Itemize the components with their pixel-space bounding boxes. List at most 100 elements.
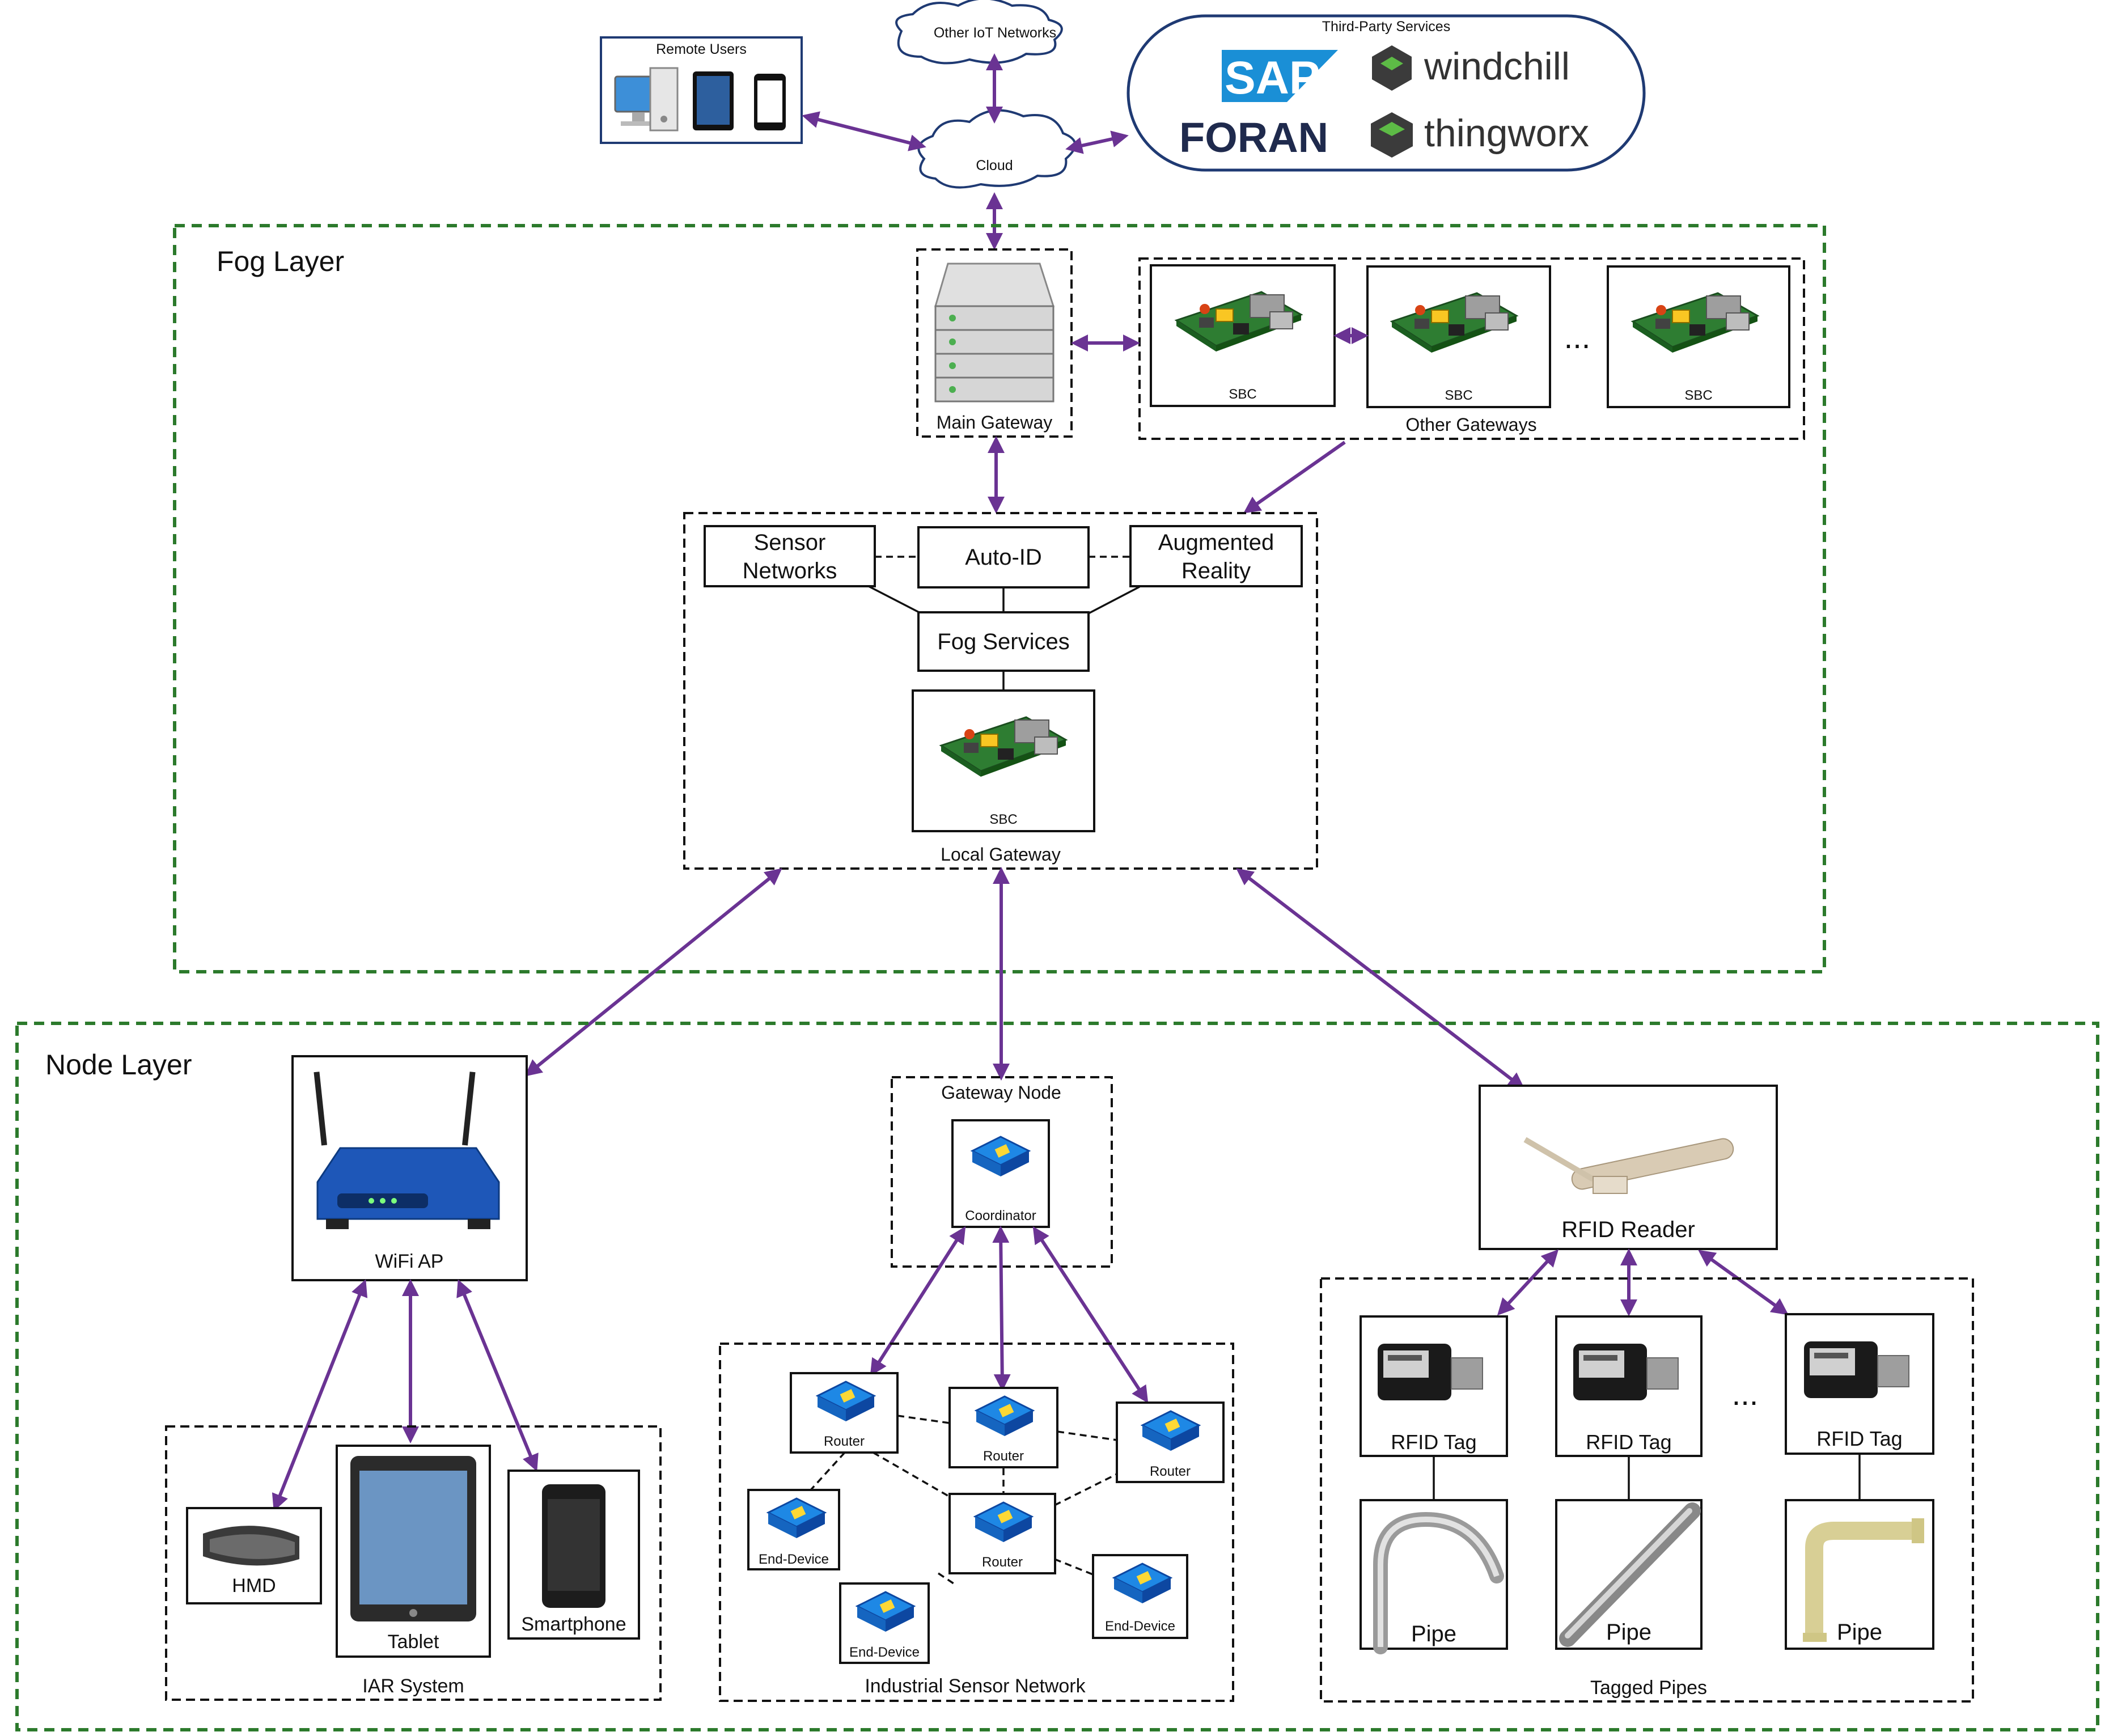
remote-users-cloud-arrow — [802, 111, 926, 151]
sensor-networks-line2: Networks — [743, 558, 837, 583]
fog-services-label: Fog Services — [937, 629, 1069, 654]
rfid-tags-ellipsis: ... — [1732, 1376, 1759, 1412]
other-gateways-label: Other Gateways — [1405, 414, 1536, 435]
augmented-reality-line2: Reality — [1181, 558, 1251, 583]
rfid-tag3-arrow — [1698, 1250, 1789, 1315]
local-gateway-wifi-arrow — [524, 868, 782, 1077]
coordinator-router-left-arrow — [870, 1226, 966, 1377]
pipe-label: Pipe — [1411, 1621, 1456, 1646]
router-label: Router — [824, 1434, 865, 1449]
rfid-tag-label: RFID Tag — [1816, 1427, 1902, 1450]
rfid-tag-label: RFID Tag — [1391, 1430, 1476, 1454]
straight-pipe-icon — [1559, 1502, 1701, 1647]
wifi-hmd-arrow — [272, 1279, 368, 1511]
remote-users-label: Remote Users — [656, 41, 747, 57]
sbc-box-3 — [1607, 265, 1790, 408]
thingworx-logo: thingworx — [1371, 112, 1589, 158]
end-device-label: End-Device — [1105, 1619, 1175, 1634]
rfid-tag1-arrow — [1497, 1249, 1559, 1316]
coordinator-router-right-arrow — [1032, 1226, 1149, 1404]
coordinator-router-mid-arrow — [992, 1226, 1011, 1391]
third-party-services-label: Third-Party Services — [1322, 19, 1450, 35]
sensor-networks-box — [704, 525, 876, 587]
tagged-pipes-box — [1320, 1277, 1974, 1703]
ar-fog-link — [1088, 586, 1140, 615]
end-device-label: End-Device — [849, 1645, 920, 1660]
other-iot-networks-cloud: Other IoT Networks — [895, 0, 1063, 65]
rfid-tag-label: RFID Tag — [1586, 1430, 1671, 1454]
other-gateways-ellipsis: ... — [1564, 319, 1591, 355]
gateway-node-label: Gateway Node — [941, 1082, 1061, 1103]
node-layer-title: Node Layer — [45, 1049, 192, 1081]
industrial-sensor-network-box — [719, 1343, 1234, 1702]
isn-link — [1054, 1558, 1095, 1576]
windchill-logo: windchill — [1372, 45, 1570, 91]
isn-link — [938, 1572, 956, 1586]
sbc-label-2: SBC — [1445, 388, 1472, 403]
wifi-smartphone-arrow — [456, 1279, 539, 1472]
local-gateway-label: Local Gateway — [941, 844, 1061, 865]
tablet-icon — [350, 1456, 476, 1621]
auto-id-box — [917, 526, 1090, 588]
local-gateway-rfid-arrow — [1236, 868, 1525, 1090]
bent-pipe-icon — [1803, 1518, 1924, 1642]
svg-text:windchill: windchill — [1424, 45, 1570, 88]
desktop-computer-icon — [614, 67, 679, 132]
isn-link — [897, 1415, 950, 1424]
svg-text:SAP: SAP — [1225, 52, 1320, 104]
server-rack-icon — [934, 262, 1055, 403]
svg-text:thingworx: thingworx — [1424, 112, 1589, 155]
pipe-label: Pipe — [1837, 1620, 1882, 1645]
cloud-node: Cloud — [917, 109, 1077, 189]
isn-link — [873, 1451, 950, 1498]
sbc-label-3: SBC — [1684, 388, 1712, 403]
tagged-pipes-label: Tagged Pipes — [1590, 1677, 1707, 1699]
cloud-label: Cloud — [976, 158, 1013, 173]
industrial-sensor-network-label: Industrial Sensor Network — [865, 1675, 1086, 1697]
wifi-router-icon — [314, 1072, 500, 1229]
tablet-device-icon — [693, 71, 734, 130]
iar-system-box — [165, 1425, 662, 1701]
sbc-label-1: SBC — [1229, 387, 1256, 402]
third-party-services-box: Third-Party Services SAP windchill FORAN… — [1127, 14, 1646, 172]
other-iot-networks-label: Other IoT Networks — [934, 25, 1056, 41]
other-gateways-box — [1138, 257, 1805, 440]
rfid-reader-icon — [1523, 1137, 1734, 1194]
router-label: Router — [983, 1449, 1024, 1464]
router-label: Router — [982, 1555, 1023, 1570]
other-local-gateway-arrow — [1243, 441, 1346, 514]
node-layer-boundary — [15, 1022, 2099, 1731]
hmd-label: HMD — [232, 1575, 276, 1597]
rfid-reader-label: RFID Reader — [1561, 1217, 1695, 1242]
foran-logo: FORAN — [1179, 114, 1328, 161]
smartphone-label: Smartphone — [521, 1614, 626, 1635]
remote-users-box: Remote Users — [600, 36, 803, 144]
isn-link — [1054, 1473, 1117, 1506]
auto-id-label: Auto-ID — [965, 545, 1042, 570]
isn-link — [810, 1451, 846, 1491]
tablet-label: Tablet — [388, 1631, 439, 1653]
augmented-reality-box — [1129, 525, 1303, 587]
faucet-pipe-icon — [1373, 1511, 1504, 1654]
router-label: Router — [1150, 1464, 1191, 1479]
fog-layer-title: Fog Layer — [217, 245, 344, 277]
end-device-label: End-Device — [759, 1552, 829, 1567]
wifi-ap-label: WiFi AP — [375, 1251, 444, 1272]
main-gateway-label: Main Gateway — [937, 412, 1053, 433]
pipe-label: Pipe — [1606, 1620, 1651, 1645]
sensor-networks-line1: Sensor — [754, 530, 826, 555]
coordinator-label: Coordinator — [965, 1208, 1036, 1223]
sensor-fog-link — [867, 585, 922, 615]
iar-system-label: IAR System — [362, 1675, 464, 1697]
augmented-reality-line1: Augmented — [1158, 530, 1274, 555]
smartphone-icon — [542, 1484, 605, 1608]
sap-logo: SAP — [1222, 50, 1338, 104]
cloud-third-party-arrow — [1065, 130, 1129, 154]
smartphone-device-icon — [754, 74, 786, 130]
fog-services-box — [917, 611, 1090, 672]
hmd-headset-icon — [203, 1526, 299, 1566]
isn-link — [1057, 1430, 1117, 1441]
local-sbc-label: SBC — [989, 812, 1017, 827]
svg-text:FORAN: FORAN — [1179, 114, 1328, 161]
